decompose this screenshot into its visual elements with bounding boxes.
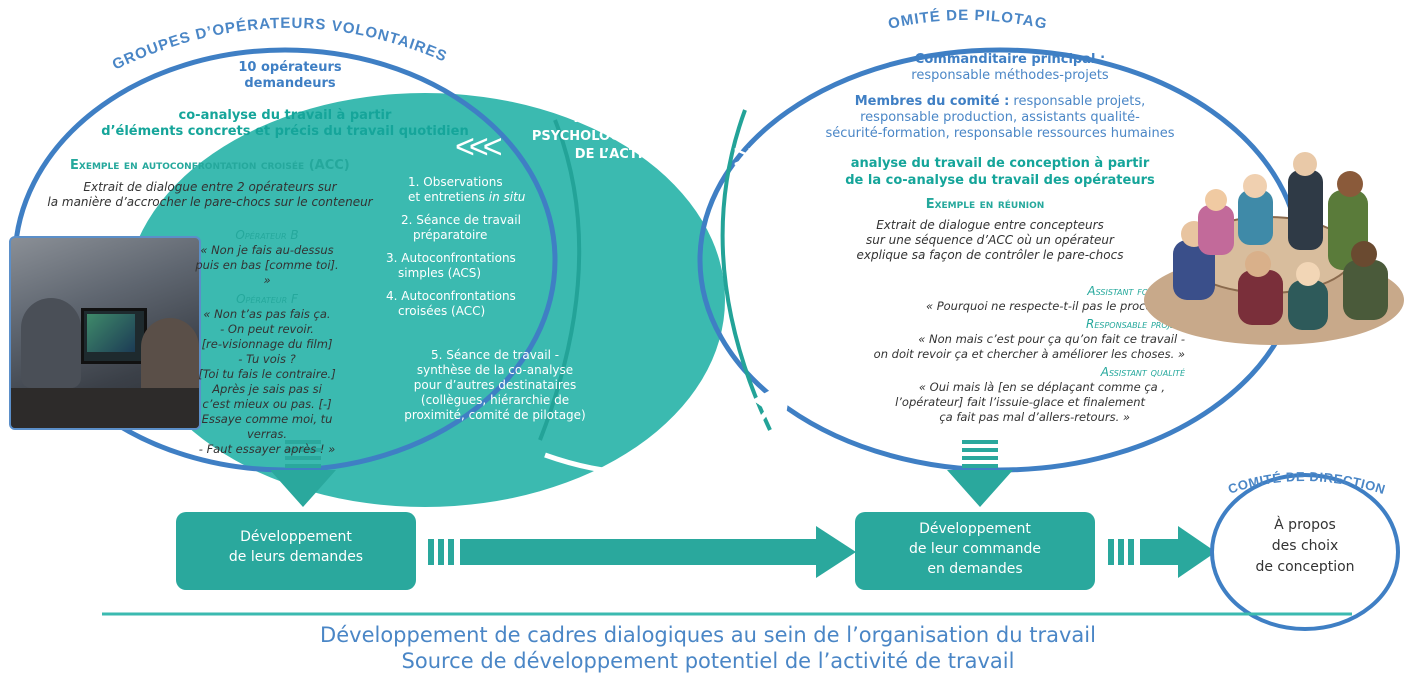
analysis-line-2: de la co-analyse du travail des opérateu… bbox=[845, 173, 1155, 188]
step-1-line-1: 1. Observations bbox=[408, 175, 503, 189]
direction-line-1: À propos bbox=[1274, 517, 1336, 533]
left-example-heading: Exemple en autoconfrontation croisée (AC… bbox=[70, 158, 350, 173]
quote-f-6: Après je sais pas si bbox=[212, 382, 322, 396]
step-5-line-3: pour d’autres destinataires bbox=[413, 378, 577, 392]
quote-2-2: on doit revoir ça et chercher à améliore… bbox=[873, 347, 1185, 361]
box-demandes bbox=[176, 512, 416, 590]
right-step-2-4: de co-analyse bbox=[756, 291, 840, 305]
left-example-desc-2: la manière d’accrocher le pare-chocs sur… bbox=[47, 195, 373, 209]
members-value-1: responsable projets, bbox=[1009, 94, 1146, 109]
direction-line-3: de conception bbox=[1255, 559, 1355, 575]
video-review-photo bbox=[9, 236, 201, 430]
box2-line-2: de leur commande bbox=[908, 541, 1042, 557]
quote-f-4: - Tu vois ? bbox=[238, 352, 296, 366]
quote-3-3: ça fait pas mal d’allers-retours. » bbox=[939, 410, 1130, 424]
coanalysis-line-1: co-analyse du travail à partir bbox=[178, 108, 392, 123]
quote-3-2: l’opérateur] fait l’issuie-glace et fina… bbox=[895, 395, 1145, 409]
right-step-1: 1. Entretiens bbox=[756, 206, 834, 220]
members-label: Membres du comité : bbox=[854, 94, 1010, 109]
step-4-line-2: croisées (ACC) bbox=[398, 304, 486, 318]
speaker-b: Opérateur B bbox=[235, 228, 299, 242]
step-3-line-1: 3. Autoconfrontations bbox=[386, 251, 516, 265]
step-5-line-5: proximité, comité de pilotage) bbox=[404, 408, 586, 422]
right-step-2-3: sur le travail bbox=[760, 276, 836, 290]
center-title-2: PSYCHOLOGUE-CLINICIEN bbox=[531, 129, 719, 144]
quote-f-9: - Faut essayer après ! » bbox=[198, 442, 336, 456]
direction-line-2: des choix bbox=[1271, 538, 1339, 554]
quote-f-8: Essaye comme moi, tu verras. bbox=[201, 412, 333, 441]
curved-arrow bbox=[544, 378, 792, 476]
coanalysis-line-2: d’éléments concrets et précis du travail… bbox=[101, 124, 469, 139]
box2-line-1: Développement bbox=[919, 521, 1031, 537]
sponsor-value: responsable méthodes-projets bbox=[911, 68, 1109, 83]
quote-f-1: « Non t’as pas fais ça. bbox=[203, 307, 331, 321]
h-arrow-1 bbox=[428, 526, 856, 578]
box-commande bbox=[855, 512, 1095, 590]
step-5-line-2: synthèse de la co-analyse bbox=[416, 363, 574, 377]
quote-f-2: - On peut revoir. bbox=[220, 322, 314, 336]
right-step-2-1: 2. Réunions bbox=[762, 246, 834, 260]
quote-f-7: c’est mieux ou pas. [-] bbox=[202, 397, 332, 411]
center-title-3: DE L’ACTIVITÉ bbox=[574, 147, 676, 162]
members-value-2: responsable production, assistants quali… bbox=[860, 110, 1140, 125]
quote-1-1: « Pourquoi ne respecte-t-il pas le proce… bbox=[925, 299, 1185, 313]
speaker-f: Opérateur F bbox=[236, 292, 298, 306]
right-step-2-5: des opérateurs bbox=[752, 306, 844, 320]
speaker-3: Assistant qualité bbox=[1100, 365, 1185, 379]
step-1-italic: in situ bbox=[488, 190, 526, 204]
speaker-2: Responsable projets bbox=[1086, 317, 1185, 331]
operators-line-2: demandeurs bbox=[244, 76, 336, 91]
analysis-line-1: analyse du travail de conception à parti… bbox=[850, 156, 1150, 171]
sponsor-label: Commanditaire principal : bbox=[914, 52, 1106, 67]
direction-ellipse bbox=[1210, 473, 1400, 631]
footer-line-2: Source de développement potentiel de l’a… bbox=[401, 649, 1015, 673]
quote-f-3: [re-visionnage du film] bbox=[201, 337, 333, 351]
step-4-line-1: 4. Autoconfrontations bbox=[386, 289, 516, 303]
h-arrow-2 bbox=[1108, 526, 1216, 578]
quote-b-1: « Non je fais au-dessus bbox=[200, 243, 334, 257]
quote-3-1: « Oui mais là [en se déplaçant comme ça … bbox=[918, 380, 1165, 394]
meeting-illustration bbox=[1144, 152, 1404, 345]
quote-f-5: [Toi tu fais le contraire.] bbox=[198, 367, 336, 381]
footer-line-1: Développement de cadres dialogiques au s… bbox=[320, 623, 1096, 647]
right-step-2-2: de travail bbox=[769, 261, 827, 275]
step-2-line-2: préparatoire bbox=[413, 228, 488, 242]
right-example-desc-1: Extrait de dialogue entre concepteurs bbox=[876, 218, 1104, 232]
down-arrow-right bbox=[947, 440, 1013, 507]
right-example-desc-3: explique sa façon de contrôler le pare-c… bbox=[856, 248, 1124, 262]
left-example-desc-1: Extrait de dialogue entre 2 opérateurs s… bbox=[83, 180, 337, 194]
step-1-line-2: et entretiens bbox=[408, 190, 489, 204]
step-2-line-1: 2. Séance de travail bbox=[401, 213, 521, 227]
right-example-heading: Exemple en réunion bbox=[925, 197, 1045, 212]
members-value-3: sécurité-formation, responsable ressourc… bbox=[825, 126, 1175, 141]
down-arrow-left bbox=[270, 440, 336, 507]
right-chevrons: >>> bbox=[733, 138, 780, 176]
quote-b-2: puis en bas [comme toi]. » bbox=[195, 258, 339, 287]
step-5-line-1: 5. Séance de travail - bbox=[430, 348, 560, 362]
operators-line-1: 10 opérateurs bbox=[238, 60, 342, 75]
svg-text:COMITÉ DE PILOTAGE: COMITÉ DE PILOTAGE bbox=[0, 0, 1049, 33]
step-5-line-4: (collègues, hiérarchie de bbox=[420, 393, 570, 407]
box1-line-1: Développement bbox=[240, 529, 352, 545]
right-example-desc-2: sur une séquence d’ACC où un opérateur bbox=[866, 233, 1114, 247]
right-title: COMITÉ DE PILOTAGE bbox=[0, 0, 1048, 33]
box2-line-3: en demandes bbox=[927, 561, 1023, 577]
center-title-1: INTERVENANT bbox=[573, 111, 677, 126]
step-3-line-2: simples (ACS) bbox=[398, 266, 482, 280]
box1-line-2: de leurs demandes bbox=[228, 549, 364, 565]
quote-2-1: « Non mais c’est pour ça qu’on fait ce t… bbox=[918, 332, 1185, 346]
speaker-1: Assistant formation bbox=[1087, 284, 1185, 298]
